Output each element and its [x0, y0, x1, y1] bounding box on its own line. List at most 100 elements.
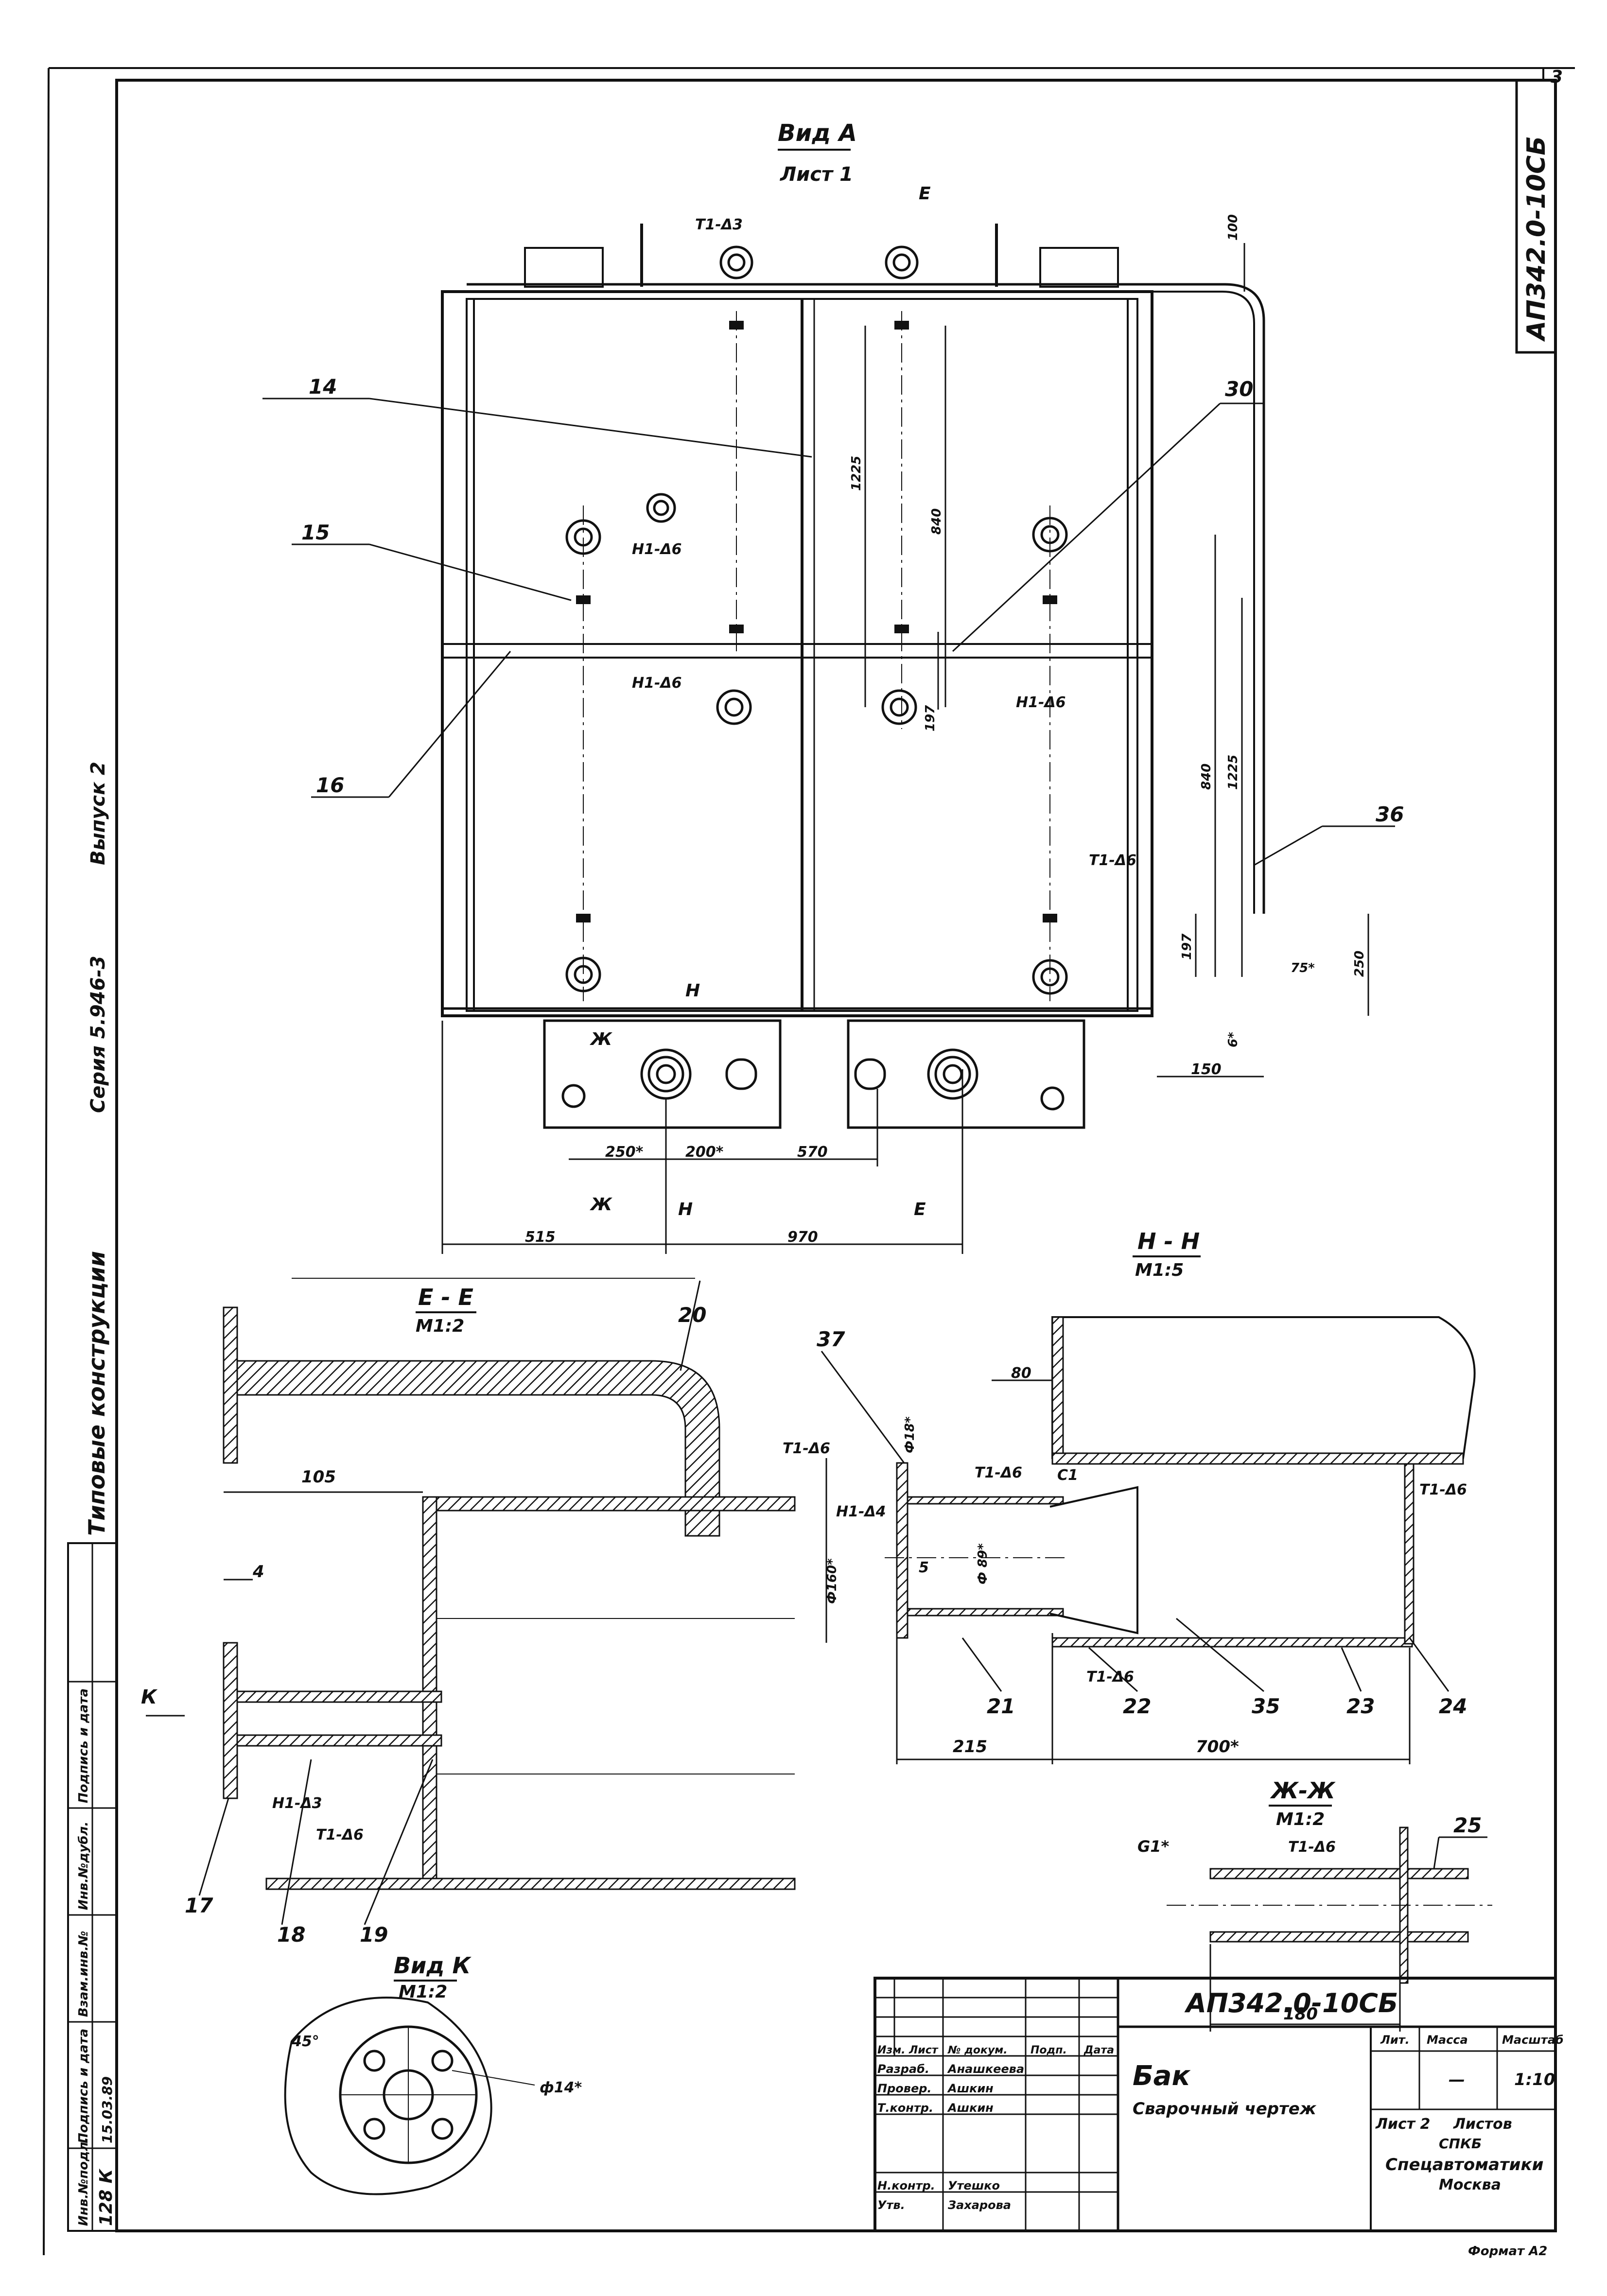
dim-700: 700* [1196, 1737, 1239, 1757]
view-k: Вид К М1:2 45° ф14* [284, 1952, 582, 2195]
name-tkontr: Ашкин [947, 2101, 994, 2115]
pos-21: 21 [987, 1694, 1015, 1718]
sign-date2-label: Подпись и дата [76, 1688, 91, 1803]
dim-970: 970 [787, 1229, 818, 1246]
dim-840-a: 840 [929, 508, 944, 535]
inv-dubl-label: Инв.№дубл. [76, 1822, 91, 1910]
name-prover: Ашкин [947, 2082, 994, 2095]
dim-f160: Ф160* [825, 1558, 839, 1604]
pos-24: 24 [1439, 1694, 1467, 1718]
dim-250-star: 250* [605, 1144, 644, 1161]
pos-36: 36 [1376, 802, 1404, 826]
view-a-title: Вид А [778, 120, 857, 147]
inv-label: Инв.№подл. [76, 2137, 91, 2226]
dim-1225-b: 1225 [1226, 755, 1240, 790]
typical-label: Типовые конструкции [84, 1251, 110, 1536]
series-label: Серия 5.946-3 [87, 956, 109, 1113]
role-utv: Утв. [877, 2198, 905, 2212]
weld-ee-1: Т1-Δ6 [783, 1440, 830, 1457]
sheet-number: 3 [1551, 67, 1563, 87]
dim-5: 5 [919, 1559, 929, 1576]
pos-25: 25 [1453, 1813, 1482, 1837]
weld-nn-2: Н1-Δ4 [836, 1503, 886, 1520]
mark-zh-bottom: Ж [589, 1195, 612, 1215]
dim-1225-a: 1225 [849, 456, 864, 491]
hdr-podp: Подп. [1031, 2044, 1067, 2056]
mark-e-top: Е [919, 184, 931, 204]
pos-30: 30 [1225, 377, 1253, 401]
tb-scale-label: Масштаб [1502, 2033, 1564, 2047]
view-k-title: Вид К [394, 1952, 472, 1979]
sheet-frame [43, 67, 1575, 2256]
repl-label: Взам.инв.№ [76, 1931, 91, 2017]
weld-ee-3: Т1-Δ6 [316, 1826, 364, 1844]
role-prover: Провер. [877, 2082, 932, 2095]
tb-org1: СПКБ [1439, 2136, 1482, 2152]
view-a: Вид А Лист 1 [262, 120, 1404, 1254]
mark-n-bottom: Н [678, 1200, 693, 1219]
hdr-izm: Изм. [877, 2044, 906, 2056]
weld-a-1: Т1-Δ3 [695, 216, 743, 233]
section-nn-scale: М1:5 [1135, 1260, 1184, 1280]
section-zhzh-scale: М1:2 [1276, 1809, 1325, 1829]
mark-zh-top: Ж [589, 1029, 612, 1049]
weld-a-2: Н1-Δ6 [632, 541, 682, 558]
dim-c1: С1 [1057, 1467, 1078, 1484]
left-margin: Серия 5.946-3 Выпуск 2 Типовые конструкц… [67, 762, 118, 2232]
dim-f89: Ф 89* [976, 1543, 990, 1584]
dim-515: 515 [525, 1229, 556, 1246]
name-nkontr: Утешко [948, 2179, 1000, 2192]
tb-org3: Москва [1439, 2176, 1501, 2193]
tb-sheets: Листов [1453, 2116, 1512, 2133]
dim-150: 150 [1191, 1061, 1222, 1078]
dim-6: 6* [1226, 1032, 1240, 1047]
view-k-arrow: К [141, 1686, 158, 1708]
weld-nn-4: Т1-Δ6 [1086, 1669, 1134, 1686]
hdr-ndoc: № докум. [947, 2044, 1008, 2056]
section-nn-title: Н - Н [1137, 1228, 1200, 1254]
pos-18: 18 [277, 1923, 305, 1947]
tb-org2: Спецавтоматики [1385, 2155, 1543, 2174]
tb-code: АП342.0-10СБ [1184, 1988, 1398, 2018]
dim-100: 100 [1226, 214, 1240, 241]
role-razrab: Разраб. [877, 2062, 929, 2076]
mark-e-bottom: Е [914, 1200, 926, 1219]
sign-date-label: Подпись и дата [76, 2029, 91, 2143]
role-tkontr: Т.контр. [877, 2101, 933, 2115]
dim-80: 80 [1011, 1365, 1031, 1382]
weld-a-3: Н1-Δ6 [632, 675, 682, 692]
dim-197-b: 197 [1180, 933, 1194, 960]
name-utv: Захарова [947, 2198, 1011, 2212]
section-nn: Н - Н М1:5 80 Ф18* Ф160* 5 [817, 1228, 1476, 1764]
dim-45deg: 45° [291, 2033, 319, 2050]
pos-15: 15 [301, 521, 330, 544]
weld-nn-3: Т1-Δ6 [1419, 1481, 1467, 1498]
tb-scale: 1:10 [1514, 2070, 1555, 2089]
section-ee: Е - Е М1:2 105 4 20 17 18 19 Т1-Δ6 Н1-Δ3 [141, 1278, 830, 1947]
view-a-subtitle: Лист 1 [780, 163, 853, 186]
weld-a-4: Н1-Δ6 [1016, 694, 1066, 711]
pos-23: 23 [1346, 1694, 1375, 1718]
tb-format: Формат А2 [1468, 2244, 1547, 2259]
tb-mass: — [1449, 2070, 1465, 2089]
weld-ee-2: Н1-Δ3 [272, 1795, 322, 1812]
tb-doc-type: Сварочный чертеж [1133, 2099, 1317, 2119]
weld-zhzh-1: Т1-Δ6 [1288, 1839, 1336, 1856]
inv-value: 128 К [96, 2168, 116, 2226]
dim-f18: Ф18* [903, 1416, 917, 1453]
section-zhzh: Ж-Ж М1:2 G1* 180 25 Т1-Δ6 [1137, 1777, 1492, 2032]
doc-code-vertical: АП342.0-10СБ [1522, 136, 1551, 342]
issue-label: Выпуск 2 [87, 762, 109, 865]
dim-570: 570 [797, 1144, 828, 1161]
dim-197-a: 197 [923, 705, 938, 731]
dim-200-star: 200* [685, 1144, 724, 1161]
dim-840-b: 840 [1199, 764, 1214, 790]
pos-14: 14 [309, 375, 337, 399]
pos-17: 17 [185, 1894, 213, 1917]
pos-22: 22 [1123, 1694, 1151, 1718]
dim-250: 250 [1352, 951, 1367, 977]
role-nkontr: Н.контр. [877, 2179, 935, 2192]
section-ee-scale: М1:2 [416, 1316, 464, 1336]
title-block: Изм. Лист № докум. Подп. Дата Разраб. Пр… [873, 1977, 1564, 2259]
